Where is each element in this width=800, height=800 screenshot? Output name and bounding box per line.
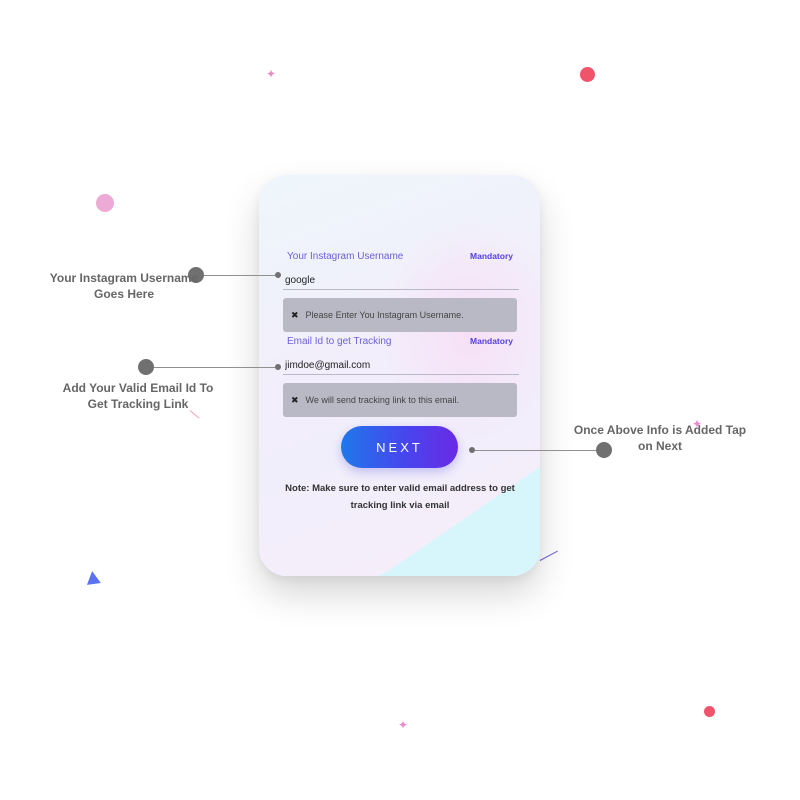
email-callout-dot: [138, 359, 154, 375]
email-callout-end: [275, 364, 281, 370]
decor-sparkle-icon: ✦: [266, 67, 277, 81]
decor-sparkle-icon: ✦: [398, 718, 409, 732]
decor-sparkle-icon: ✦: [692, 417, 703, 431]
username-label: Your Instagram Username: [287, 251, 404, 262]
username-callout-end: [275, 272, 281, 278]
close-icon: ✖: [291, 309, 299, 320]
username-callout-line: [196, 275, 278, 276]
username-callout-text: Your Instagram Username Goes Here: [49, 271, 199, 301]
email-hint-text: We will send tracking link to this email…: [305, 395, 459, 405]
next-callout-end: [469, 447, 475, 453]
email-hint-box: ✖ We will send tracking link to this ema…: [283, 383, 517, 417]
decor-triangle: [85, 570, 101, 585]
next-callout-text: Once Above Info is Added Tap on Next: [573, 423, 747, 453]
decor-red-dot-small: [704, 706, 715, 717]
email-input[interactable]: [283, 357, 519, 375]
username-mandatory-tag: Mandatory: [470, 251, 513, 261]
phone-screen: Your Instagram Username Mandatory ✖ Plea…: [259, 175, 540, 576]
username-hint-text: Please Enter You Instagram Username.: [305, 310, 464, 320]
next-button[interactable]: NEXT: [341, 426, 458, 468]
email-callout-text: Add Your Valid Email Id To Get Tracking …: [62, 381, 214, 411]
close-icon: ✖: [291, 394, 299, 405]
username-callout-dot: [188, 267, 204, 283]
decor-line: [539, 550, 558, 561]
email-callout-line: [146, 367, 278, 368]
username-hint-box: ✖ Please Enter You Instagram Username.: [283, 298, 517, 332]
next-callout-dot: [596, 442, 612, 458]
email-mandatory-tag: Mandatory: [470, 336, 513, 346]
decor-red-dot: [580, 67, 595, 82]
email-label: Email Id to get Tracking: [287, 336, 392, 347]
username-input[interactable]: [283, 272, 519, 290]
note-text: Note: Make sure to enter valid email add…: [285, 483, 515, 511]
next-callout-line: [473, 450, 604, 451]
decor-pink-dot: [96, 194, 114, 212]
